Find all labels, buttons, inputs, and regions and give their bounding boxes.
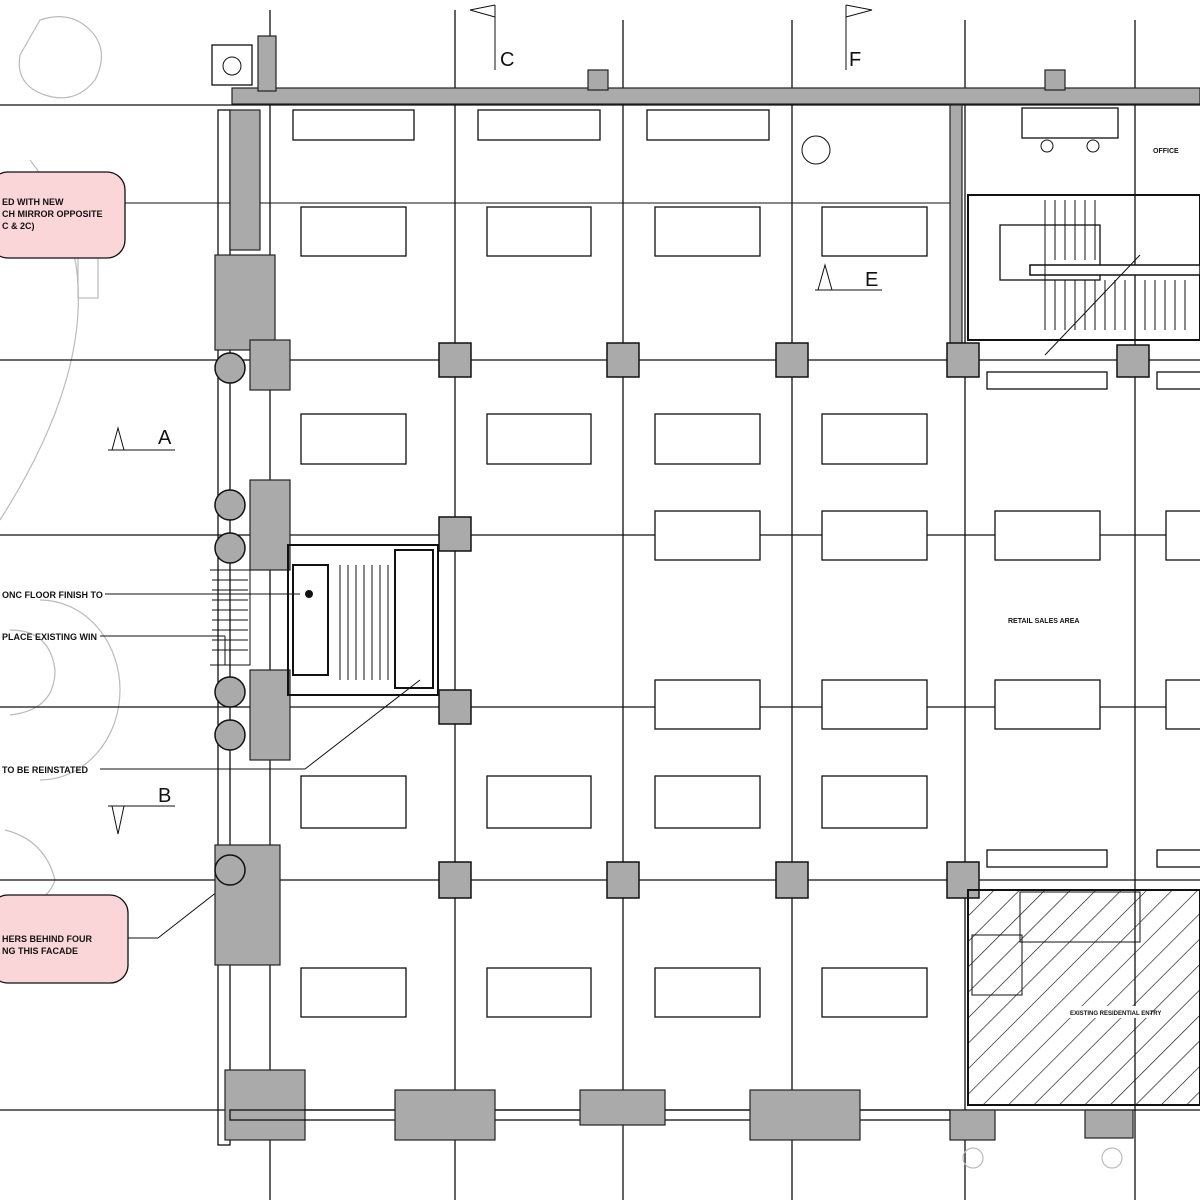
svg-text:CH MIRROR OPPOSITE: CH MIRROR OPPOSITE xyxy=(2,209,103,219)
section-marker-c: C xyxy=(469,4,514,71)
section-marker-f: F xyxy=(845,4,873,71)
column-round xyxy=(801,135,831,165)
section-marker-a: A xyxy=(108,426,175,451)
svg-text:HERS BEHIND FOUR: HERS BEHIND FOUR xyxy=(2,934,93,944)
svg-text:C: C xyxy=(500,49,514,71)
svg-text:B: B xyxy=(158,785,171,807)
room-label-retail: RETAIL SALES AREA xyxy=(1008,618,1079,625)
entrance-stair xyxy=(210,544,439,696)
stair-core-north xyxy=(967,107,1200,356)
note-replace-window: PLACE EXISTING WIN xyxy=(2,632,97,642)
section-marker-b: B xyxy=(108,785,175,835)
note-floor-finish: ONC FLOOR FINISH TO xyxy=(2,590,103,600)
building-walls xyxy=(211,35,1200,1146)
columns xyxy=(214,342,1150,899)
structural-grid xyxy=(0,10,1200,1200)
svg-text:C & 2C): C & 2C) xyxy=(2,221,35,231)
residential-entry-hatched: EXISTING RESIDENTIAL ENTRY xyxy=(949,889,1200,1169)
note-reinstated: TO BE REINSTATED xyxy=(2,765,89,775)
revision-cloud-1: ED WITH NEW CH MIRROR OPPOSITE C & 2C) xyxy=(0,171,126,259)
revision-cloud-2: HERS BEHIND FOUR NG THIS FACADE xyxy=(0,894,129,984)
ceiling-fittings xyxy=(292,109,1200,1018)
room-label-office: OFFICE xyxy=(1153,148,1179,155)
svg-text:ED WITH NEW: ED WITH NEW xyxy=(2,197,64,207)
svg-text:E: E xyxy=(865,269,878,291)
svg-text:EXISTING RESIDENTIAL ENTRY: EXISTING RESIDENTIAL ENTRY xyxy=(1070,1011,1161,1017)
section-marker-e: E xyxy=(815,263,882,291)
svg-text:F: F xyxy=(849,49,861,71)
svg-text:NG THIS FACADE: NG THIS FACADE xyxy=(2,946,78,956)
svg-text:A: A xyxy=(158,427,172,449)
